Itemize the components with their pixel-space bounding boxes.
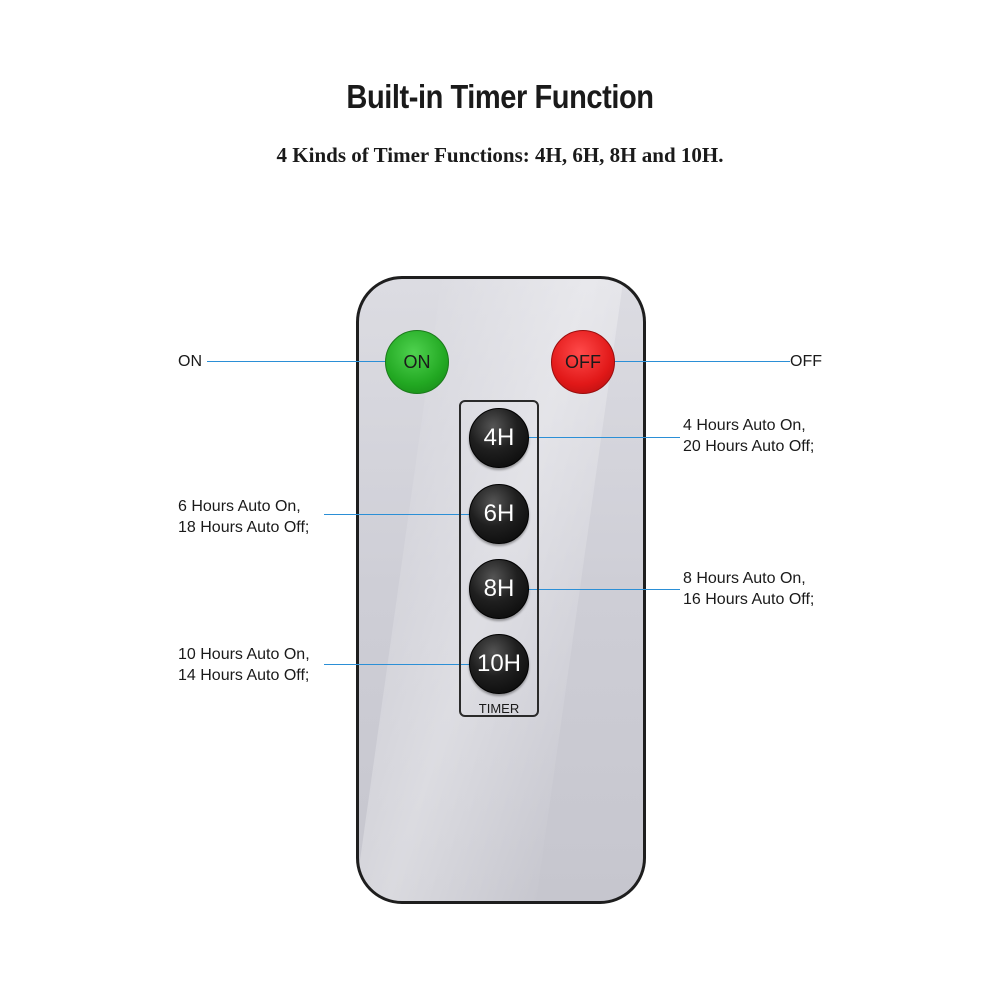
annotation-6h-line2: 18 Hours Auto Off; (178, 519, 310, 536)
timer-label: TIMER (478, 701, 520, 716)
page-title: Built-in Timer Function (346, 78, 654, 115)
timer-10h-button[interactable]: 10H (469, 634, 529, 694)
annotation-4h: 4 Hours Auto On, 20 Hours Auto Off; (683, 415, 814, 457)
annotation-10h: 10 Hours Auto On, 14 Hours Auto Off; (178, 644, 310, 686)
leader-line-10h (324, 664, 471, 665)
leader-line-4h (527, 437, 680, 438)
annotation-on: ON (178, 353, 202, 370)
annotation-8h-line2: 16 Hours Auto Off; (683, 591, 815, 608)
timer-6h-button[interactable]: 6H (469, 484, 529, 544)
timer-button-group (459, 400, 539, 717)
annotation-off: OFF (790, 353, 822, 370)
leader-line-off (613, 361, 790, 362)
page-subtitle: 4 Kinds of Timer Functions: 4H, 6H, 8H a… (276, 143, 724, 167)
annotation-4h-line2: 20 Hours Auto Off; (683, 438, 815, 455)
annotation-10h-line1: 10 Hours Auto On, (178, 646, 310, 663)
annotation-6h: 6 Hours Auto On, 18 Hours Auto Off; (178, 496, 309, 538)
leader-line-8h (527, 589, 680, 590)
annotation-6h-line1: 6 Hours Auto On, (178, 498, 301, 515)
timer-4h-button[interactable]: 4H (469, 408, 529, 468)
leader-line-6h (324, 514, 471, 515)
annotation-8h-line1: 8 Hours Auto On, (683, 570, 806, 587)
on-button[interactable]: ON (385, 330, 449, 394)
leader-line-on (207, 361, 387, 362)
off-button[interactable]: OFF (551, 330, 615, 394)
annotation-10h-line2: 14 Hours Auto Off; (178, 667, 310, 684)
annotation-8h: 8 Hours Auto On, 16 Hours Auto Off; (683, 568, 814, 610)
timer-8h-button[interactable]: 8H (469, 559, 529, 619)
annotation-4h-line1: 4 Hours Auto On, (683, 417, 806, 434)
